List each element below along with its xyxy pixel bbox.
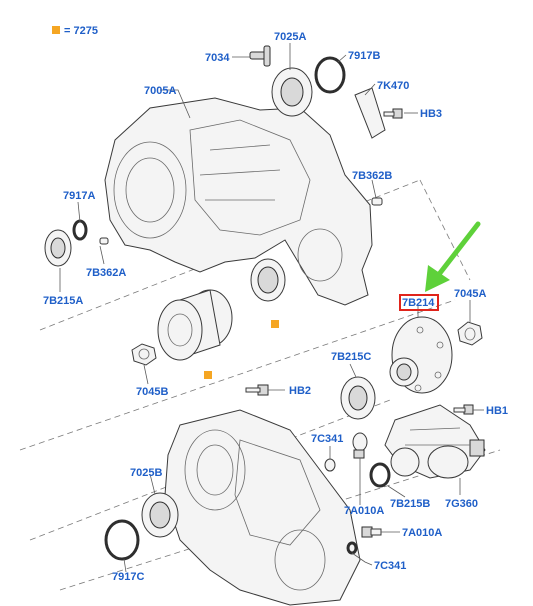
- legend-text: = 7275: [64, 25, 98, 37]
- snap-ring-7917b-icon: [314, 56, 346, 94]
- label-7917c[interactable]: 7917C: [112, 571, 144, 583]
- label-7c341-lower[interactable]: 7C341: [374, 560, 406, 572]
- shift-motor-7g360-icon: [384, 404, 486, 479]
- label-7c341-upper[interactable]: 7C341: [311, 433, 343, 445]
- flange-7b214-icon: [389, 316, 453, 394]
- plug-7a010a-icon: [361, 526, 382, 538]
- label-7034[interactable]: 7034: [205, 52, 230, 64]
- seal-7b215b-icon: [369, 462, 391, 488]
- label-7b362b[interactable]: 7B362B: [352, 170, 392, 182]
- snap-ring-7917a-icon: [72, 219, 88, 241]
- label-7a010a-upper[interactable]: 7A010A: [344, 505, 384, 517]
- seal-7b215c-icon: [340, 376, 376, 420]
- label-7045a[interactable]: 7045A: [454, 288, 486, 300]
- highlight-arrow-icon: [425, 221, 481, 292]
- bolt-hb1-icon: [453, 404, 474, 415]
- snap-ring-7917c-icon: [104, 519, 140, 561]
- seal-7b215a-icon: [44, 229, 72, 267]
- bolt-hb3-icon: [383, 108, 403, 119]
- label-7025a[interactable]: 7025A: [274, 31, 306, 43]
- label-7917b[interactable]: 7917B: [348, 50, 380, 62]
- label-7a010a-lower[interactable]: 7A010A: [402, 527, 442, 539]
- label-hb3[interactable]: HB3: [420, 108, 442, 120]
- label-7917a[interactable]: 7917A: [63, 190, 95, 202]
- legend-marker-icon: [52, 26, 60, 34]
- plug-7c341-icon: [324, 432, 368, 472]
- output-gear-icon: [157, 289, 233, 361]
- breather-icon: [249, 45, 271, 67]
- seal-7025a-icon: [271, 67, 313, 117]
- label-7k470[interactable]: 7K470: [377, 80, 409, 92]
- label-7b215c[interactable]: 7B215C: [331, 351, 371, 363]
- nut-7045b-icon: [131, 343, 157, 366]
- label-7005a[interactable]: 7005A: [144, 85, 176, 97]
- seal-middle-icon: [250, 258, 286, 302]
- label-hb1[interactable]: HB1: [486, 405, 508, 417]
- label-7b215a[interactable]: 7B215A: [43, 295, 83, 307]
- label-hb2[interactable]: HB2: [289, 385, 311, 397]
- alignment-line: [19, 299, 456, 451]
- legend-marker-icon: [271, 320, 279, 328]
- nut-7045a-icon: [457, 321, 483, 346]
- dowel-7b362b-icon: [371, 197, 383, 206]
- seal-7025b-icon: [141, 492, 179, 538]
- bracket-7k470-icon: [354, 87, 386, 139]
- label-7g360[interactable]: 7G360: [445, 498, 478, 510]
- bolt-hb2-icon: [245, 384, 269, 396]
- highlight-box: [399, 294, 439, 311]
- label-7b362a[interactable]: 7B362A: [86, 267, 126, 279]
- label-7b214[interactable]: 7B214: [402, 297, 435, 309]
- leader-lines: [59, 43, 484, 573]
- front-housing-icon: [104, 97, 373, 306]
- legend-marker-icon: [204, 371, 212, 379]
- alignment-line: [419, 179, 471, 281]
- label-7045b[interactable]: 7045B: [136, 386, 168, 398]
- label-7b215b[interactable]: 7B215B: [390, 498, 430, 510]
- label-7025b[interactable]: 7025B: [130, 467, 162, 479]
- dowel-7b362a-icon: [99, 237, 109, 245]
